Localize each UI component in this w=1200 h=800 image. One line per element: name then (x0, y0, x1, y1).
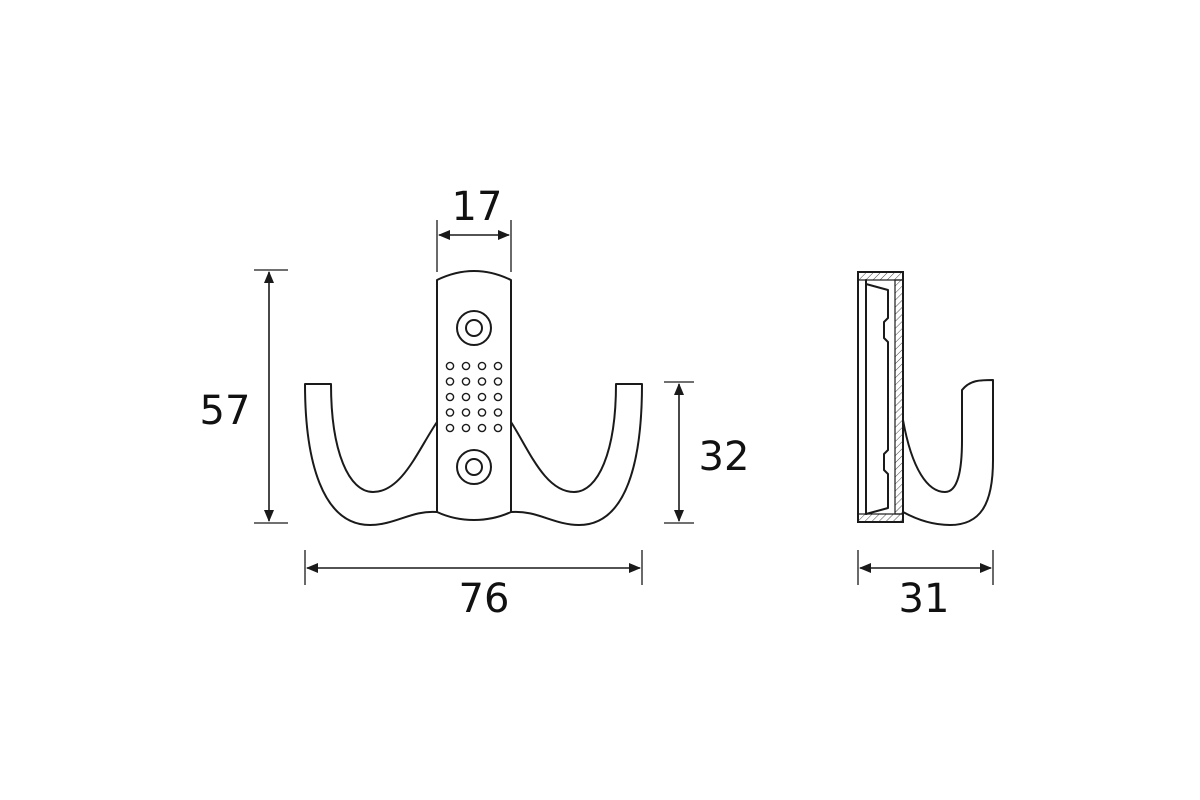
plate-dot (461, 377, 471, 386)
screw-hole-top (456, 310, 492, 346)
plate-dot (493, 423, 503, 433)
plate-dot (493, 408, 503, 417)
plate-dot (477, 423, 487, 433)
plate-dot (493, 392, 503, 402)
dimension-plate-width: 17 (436, 184, 512, 272)
plate-dot (477, 408, 487, 417)
dimension-depth: 31 (857, 550, 994, 622)
plate-dot (445, 423, 455, 433)
dimension-label-depth: 31 (899, 576, 950, 622)
plate-dot (477, 361, 487, 371)
dimension-total-height: 57 (200, 269, 288, 524)
plate-dot (493, 377, 503, 386)
hook-arms-outline (304, 383, 643, 526)
plate-dot (477, 392, 487, 402)
dimension-label-plate-width: 17 (452, 184, 503, 230)
dimension-total-width: 76 (304, 550, 643, 622)
plate-dot (461, 408, 471, 417)
plate-dot (493, 361, 503, 371)
plate-dot (461, 361, 471, 371)
dimension-label-total-height: 57 (200, 388, 251, 434)
front-view (304, 270, 643, 526)
plate-dot (477, 377, 487, 386)
plate-dot (445, 377, 455, 386)
mounting-plate (436, 270, 512, 513)
decorative-dot-grid (445, 361, 503, 433)
dimension-label-hook-height: 32 (699, 434, 750, 480)
plate-dot (461, 423, 471, 433)
side-hook-profile (902, 379, 994, 526)
side-view (857, 271, 994, 526)
plate-dot (445, 392, 455, 402)
screw-hole-bottom (456, 449, 492, 485)
plate-dot (445, 408, 455, 417)
dimension-hook-height: 32 (664, 381, 750, 524)
dimension-label-total-width: 76 (459, 576, 510, 622)
plate-dot (461, 392, 471, 402)
plate-dot (445, 361, 455, 371)
